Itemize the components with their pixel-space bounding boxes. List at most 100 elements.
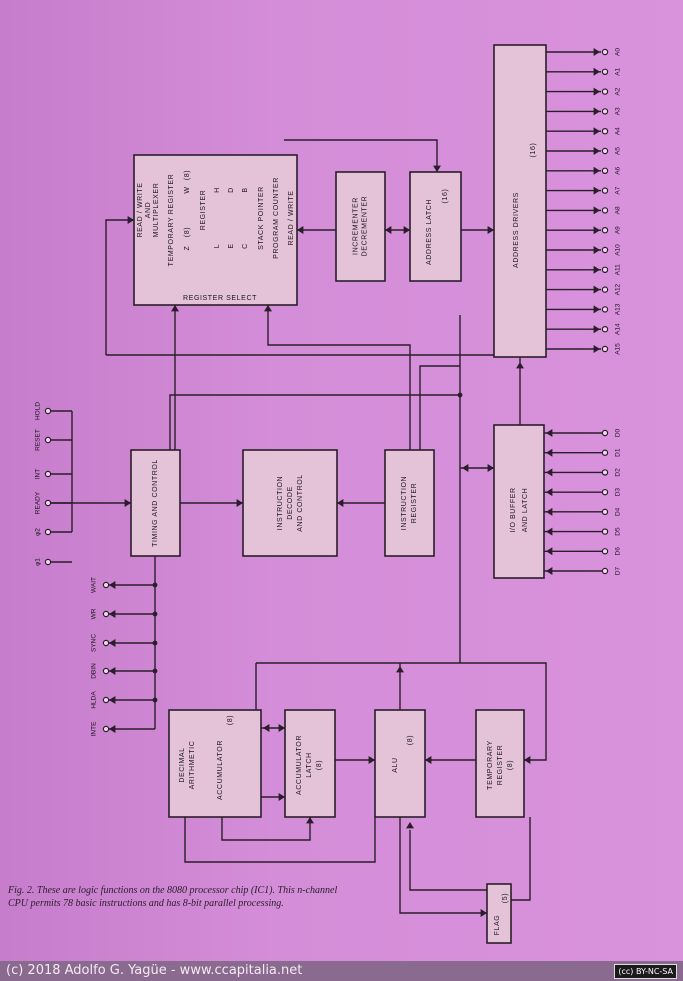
instruction-register-block [384,449,435,557]
pin-terminal [601,68,609,76]
arrow-head [433,165,441,172]
data-arrow [546,547,553,556]
arrow-head [462,464,469,472]
address-pin-A6: A6 [615,166,622,174]
footer-bar: (c) 2018 Adolfo G. Yagüe - www.ccapitali… [0,961,683,981]
address-pin-A15: A15 [615,343,622,355]
address-arrow [593,186,600,195]
pin-terminal [601,449,609,456]
decimal-arithmetic-label-1: ARITHMETIC [189,741,196,790]
timing-control-label: TIMING AND CONTROL [152,459,159,547]
decimal-arithmetic-label-0: DECIMAL [179,747,186,782]
control-output-pin-2: SYNC [91,634,98,652]
data-pin-D0: D0 [615,428,622,437]
address-arrow [593,147,600,155]
data-arrow [546,507,553,516]
address-pin-A4: A4 [615,127,622,135]
incrementer-label-0: INCREMENTER [352,197,359,255]
address-drivers-label: ADDRESS DRIVERS [513,192,520,268]
address-pin-A5: A5 [615,147,622,155]
decimal-feedback [184,817,376,863]
address-pin-A1: A1 [615,67,622,75]
address-arrow [593,246,600,254]
address-pin-A7: A7 [615,186,622,194]
arrow-head [109,667,116,675]
data-arrow [546,468,553,477]
address-arrow [593,345,600,353]
incrementer-decrementer-block [335,171,386,282]
address-pin-A8: A8 [615,206,622,214]
data-pin-D7: D7 [615,566,622,575]
flag-size: (5) [502,893,509,903]
io-buffer-latch-block [493,424,545,579]
pin-terminal [601,429,609,437]
pin-terminal [601,127,609,135]
temp-register-label-2: (8) [507,760,514,770]
read-write-multiplexer-label-0: READ / WRITE [137,182,144,237]
pin-terminal [601,326,609,333]
pin-terminal [601,187,609,194]
data-arrow [546,429,553,437]
pin-terminal [601,88,609,95]
io-buffer-label-0: I/O BUFFER [510,487,517,532]
control-output-pin-1: WR [91,608,98,619]
pin-terminal [102,610,110,618]
license-badge: (cc) BY-NC-SA [614,964,677,979]
data-pin-D5: D5 [615,527,622,536]
instruction-decode-block [242,449,338,557]
arrow-head [297,226,304,234]
address-arrow [593,285,600,294]
data-arrow [546,527,553,536]
control-input-pin-3: READY [35,491,42,514]
pin-terminal [44,528,52,536]
address-pin-A12: A12 [615,283,622,295]
address-arrow [593,127,600,136]
pin-terminal [601,528,609,535]
instr-to-register-select [267,305,411,450]
arrow-head [278,724,285,732]
accumulator-latch-label-2: (8) [316,760,323,770]
z-register-label: Z [184,245,191,250]
control-input-pin-5: φ1 [35,558,42,566]
pin-terminal [44,499,52,507]
arrow-head [487,464,494,472]
address-arrow [593,48,600,56]
address-arrow [593,166,600,175]
io-buffer-label-1: AND LATCH [522,488,529,533]
pin-terminal [601,286,609,293]
pin-terminal [601,345,609,353]
w-register-label: W [184,186,191,193]
pin-terminal [601,548,609,555]
timing-to-multiplexer [105,219,134,355]
arrow-head [127,216,134,224]
control-input-pin-1: RESET [35,429,42,451]
e-register-label: E [228,243,235,248]
address-pin-A10: A10 [615,244,622,256]
read-write-multiplexer-label-1: AND [145,202,152,219]
instruction-decode-label-0: INSTRUCTION [277,476,284,530]
address-drivers-size: (16) [530,143,537,158]
temp-register-label-1: REGISTER [497,745,504,786]
data-arrow [546,567,553,575]
control-output-pin-4: HLDA [91,691,98,709]
data-arrow [546,488,553,497]
arrow-head [109,696,116,704]
junction-dot [457,392,463,398]
pin-terminal [44,558,52,566]
address-pin-A13: A13 [615,303,622,315]
pin-terminal [102,725,110,733]
data-pin-D3: D3 [615,488,622,497]
pin-terminal [601,48,609,56]
control-input-pin-4: φ2 [35,528,42,536]
arrow-head [516,362,524,369]
accumulator-latch-label-0: ACCUMULATOR [296,735,303,795]
pin-terminal [601,306,609,313]
h-register-label: H [214,187,221,193]
address-arrow [593,226,600,235]
pin-terminal [601,108,609,115]
pin-terminal [102,696,110,704]
pin-terminal [601,266,609,273]
arrow-head [403,226,410,234]
